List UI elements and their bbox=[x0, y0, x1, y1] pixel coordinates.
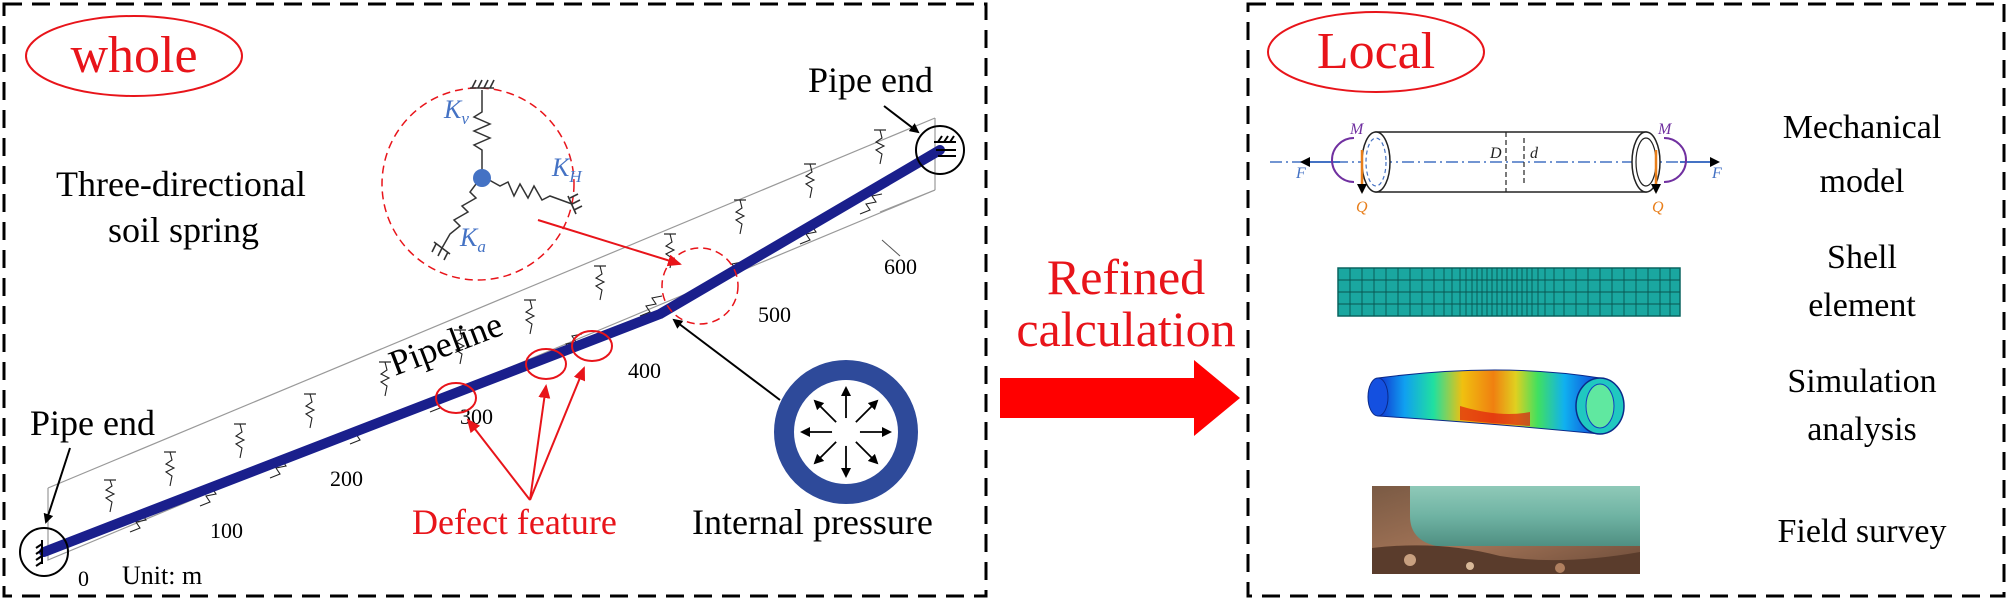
tick-100: 100 bbox=[210, 518, 243, 543]
calculation-label: calculation bbox=[1016, 301, 1235, 357]
svg-text:F: F bbox=[1295, 165, 1306, 182]
spring-detail-circle bbox=[381, 87, 575, 281]
field-survey-photo bbox=[1372, 486, 1640, 574]
row-mechanical-line1: Mechanical bbox=[1783, 109, 1942, 146]
tick-0: 0 bbox=[78, 566, 89, 591]
mechanical-model-symbols: M M F F Q Q D d bbox=[1295, 121, 1722, 216]
local-title: Local bbox=[1317, 23, 1435, 80]
pipeline bbox=[39, 145, 945, 557]
pipe-end-arrow-top bbox=[883, 105, 920, 134]
shell-element-mesh bbox=[1337, 267, 1681, 317]
svg-text:F: F bbox=[1711, 165, 1722, 182]
tick-600: 600 bbox=[884, 254, 917, 279]
unit-label: Unit: m bbox=[122, 561, 202, 590]
pipe-end-arrow-bottom bbox=[43, 447, 71, 524]
svg-text:Q: Q bbox=[1356, 199, 1368, 216]
pressure-center-mask bbox=[832, 418, 860, 446]
row-mechanical-line2: model bbox=[1820, 163, 1905, 200]
local-row-labels: Mechanical model Shell element Simulatio… bbox=[1777, 109, 1946, 550]
pipe-end-circle-bottom bbox=[19, 527, 69, 577]
row-shell-line2: element bbox=[1808, 287, 1916, 324]
spring-label-line2: soil spring bbox=[108, 210, 259, 250]
spring-node bbox=[473, 169, 491, 187]
spring-detail-anchors bbox=[431, 79, 583, 261]
svg-text:D: D bbox=[1489, 145, 1502, 162]
detail-callout-arrow bbox=[537, 219, 682, 267]
right-panel-frame bbox=[1246, 2, 2006, 598]
pipeline-label: Pipeline bbox=[384, 304, 508, 384]
refined-label: Refined bbox=[1047, 249, 1205, 305]
pressure-label: Internal pressure bbox=[692, 502, 933, 542]
local-title-oval bbox=[1267, 11, 1485, 93]
spring-label-line1: Three-directional bbox=[56, 164, 306, 204]
tick-600-leader bbox=[881, 239, 901, 257]
refined-calculation-arrow bbox=[1000, 360, 1240, 436]
svg-text:M: M bbox=[1349, 121, 1365, 138]
tick-400: 400 bbox=[628, 358, 661, 383]
simulation-result bbox=[1367, 369, 1625, 435]
k-v-label: Kv bbox=[443, 95, 469, 128]
detail-callout-circle bbox=[661, 247, 739, 325]
defect-arrows bbox=[466, 366, 586, 501]
defect-label: Defect feature bbox=[412, 502, 617, 542]
distance-tick-labels: 0 100 200 300 400 500 600 bbox=[78, 254, 917, 591]
pipe-end-label-bottom: Pipe end bbox=[30, 403, 155, 443]
pipe-end-label-top: Pipe end bbox=[808, 60, 933, 100]
tick-500: 500 bbox=[758, 302, 791, 327]
k-h-label: KH bbox=[551, 153, 583, 186]
pipe-end-circle-top bbox=[915, 125, 965, 175]
k-a-label: Ka bbox=[459, 223, 486, 256]
svg-text:M: M bbox=[1657, 121, 1673, 138]
fixed-support-bottom bbox=[35, 540, 43, 567]
spring-anchors bbox=[104, 129, 886, 481]
row-shell-line1: Shell bbox=[1827, 239, 1897, 276]
whole-title-oval bbox=[25, 15, 243, 97]
left-panel-frame bbox=[2, 2, 988, 598]
defect-markers bbox=[435, 330, 613, 414]
row-field-survey: Field survey bbox=[1777, 513, 1946, 550]
mechanical-model bbox=[1270, 131, 1720, 194]
row-simulation-line1: Simulation bbox=[1787, 363, 1936, 400]
tick-200: 200 bbox=[330, 466, 363, 491]
pressure-ring bbox=[774, 360, 918, 504]
tick-300: 300 bbox=[460, 404, 493, 429]
black-pointer-arrow bbox=[672, 318, 781, 401]
fixed-support-top bbox=[934, 135, 956, 157]
row-simulation-line2: analysis bbox=[1807, 411, 1917, 448]
whole-title: whole bbox=[70, 27, 197, 84]
svg-text:d: d bbox=[1530, 145, 1539, 162]
svg-text:Q: Q bbox=[1652, 199, 1664, 216]
spring-detail bbox=[441, 90, 573, 249]
